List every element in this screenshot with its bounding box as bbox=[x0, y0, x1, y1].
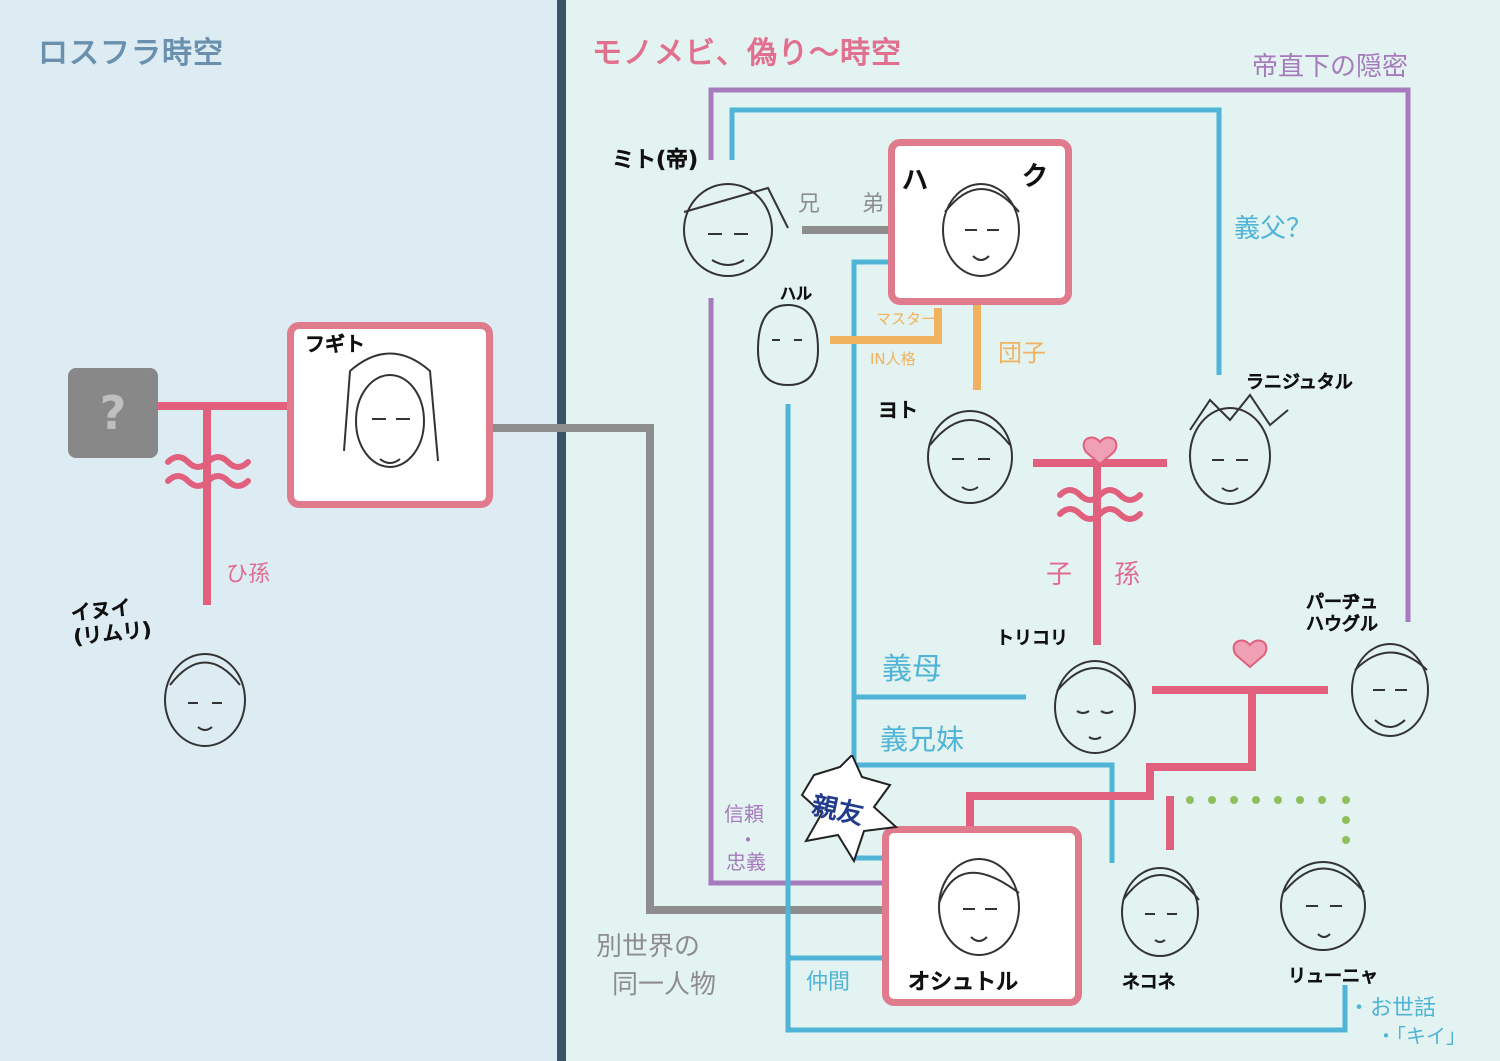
oshutoru-box bbox=[882, 826, 1082, 1006]
label-gibo: 義母 bbox=[882, 652, 942, 687]
name-inui: イヌイ (リムリ) bbox=[69, 594, 153, 649]
fugito-face bbox=[343, 352, 439, 468]
green-dotted-line bbox=[1186, 796, 1350, 844]
name-torikori: トリコリ bbox=[996, 628, 1068, 649]
wave-left-2 bbox=[165, 473, 251, 489]
ryunya-face bbox=[1280, 861, 1366, 951]
label-betsu-b: 同一人物 bbox=[612, 970, 717, 1000]
label-in-jinkaku: IN人格 bbox=[870, 350, 916, 368]
line-children bbox=[966, 690, 1256, 826]
panel-divider bbox=[557, 0, 566, 1061]
name-oshutoru: オシュトル bbox=[908, 970, 1019, 995]
name-nekone: ネコネ bbox=[1122, 972, 1176, 993]
label-osewa: ・お世話 bbox=[1348, 996, 1437, 1021]
label-dango: 団子 bbox=[998, 339, 1046, 367]
label-dot: ・ bbox=[738, 828, 758, 852]
label-kyodai-b: 弟 bbox=[862, 192, 885, 217]
line-purple-trust bbox=[708, 298, 886, 886]
inui-face bbox=[164, 653, 246, 747]
left-panel bbox=[0, 0, 557, 1061]
line-master bbox=[830, 308, 942, 344]
label-nakama: 仲間 bbox=[806, 970, 851, 995]
title-monomebi-timeline: モノメビ、偽り〜時空 bbox=[592, 36, 902, 71]
line-purple-outer bbox=[708, 87, 1411, 622]
label-himago: ひ孫 bbox=[226, 562, 271, 587]
name-papuju: パーヂュ ハウグル bbox=[1306, 592, 1378, 635]
ranjutaru-face bbox=[1189, 393, 1289, 505]
name-yoto: ヨト bbox=[878, 398, 918, 422]
nekone-face bbox=[1121, 867, 1200, 957]
mito-face bbox=[683, 183, 789, 277]
label-betsu-a: 別世界の bbox=[596, 932, 701, 962]
label-master: マスター bbox=[876, 310, 937, 328]
wave-right-1 bbox=[1057, 487, 1143, 503]
friend-burst-icon bbox=[800, 755, 899, 864]
unknown-character: ? bbox=[68, 368, 158, 458]
yoto-face bbox=[927, 410, 1013, 504]
haru-face bbox=[756, 303, 820, 387]
wave-right-2 bbox=[1057, 506, 1143, 522]
label-gikyomai: 義兄妹 bbox=[880, 723, 965, 756]
haku-box bbox=[888, 139, 1072, 305]
line-blue-gibo bbox=[851, 259, 1026, 700]
heart-icon bbox=[1082, 436, 1118, 466]
name-mito: ミト(帝) bbox=[612, 148, 699, 173]
title-losflam-timeline: ロスフラ時空 bbox=[38, 36, 224, 71]
haku-face bbox=[942, 183, 1020, 277]
papuju-face bbox=[1351, 643, 1429, 737]
line-same-person bbox=[492, 424, 886, 914]
heart-icon bbox=[1232, 639, 1268, 669]
label-chugi: 忠義 bbox=[726, 850, 766, 874]
name-fugito: フギト bbox=[305, 332, 365, 356]
label-kyodai-a: 兄 bbox=[798, 192, 821, 217]
name-haru: ハル bbox=[780, 284, 813, 303]
name-haku-b: ク bbox=[1022, 162, 1049, 192]
name-ranjutaru: ラニジュタル bbox=[1246, 372, 1353, 393]
label-kii: ・「キイ」 bbox=[1376, 1024, 1466, 1048]
fugito-box bbox=[287, 322, 493, 508]
label-shison-a: 子 bbox=[1046, 560, 1073, 590]
label-shison-b: 孫 bbox=[1114, 560, 1141, 590]
torikori-face bbox=[1054, 660, 1136, 754]
label-shinrai: 信頼 bbox=[724, 802, 764, 826]
label-ongai: 帝直下の隠密 bbox=[1252, 52, 1409, 82]
oshutoru-face bbox=[938, 858, 1020, 956]
name-ryunya: リューニャ bbox=[1288, 966, 1378, 987]
line-blue-gikyomai bbox=[851, 697, 1115, 863]
line-blue-nakama bbox=[785, 404, 1348, 1033]
label-gifu: 義父？ bbox=[1234, 214, 1313, 244]
name-haku-a: ハ bbox=[902, 166, 929, 196]
line-blue-gifu bbox=[729, 107, 1222, 375]
wave-left-1 bbox=[165, 454, 251, 470]
